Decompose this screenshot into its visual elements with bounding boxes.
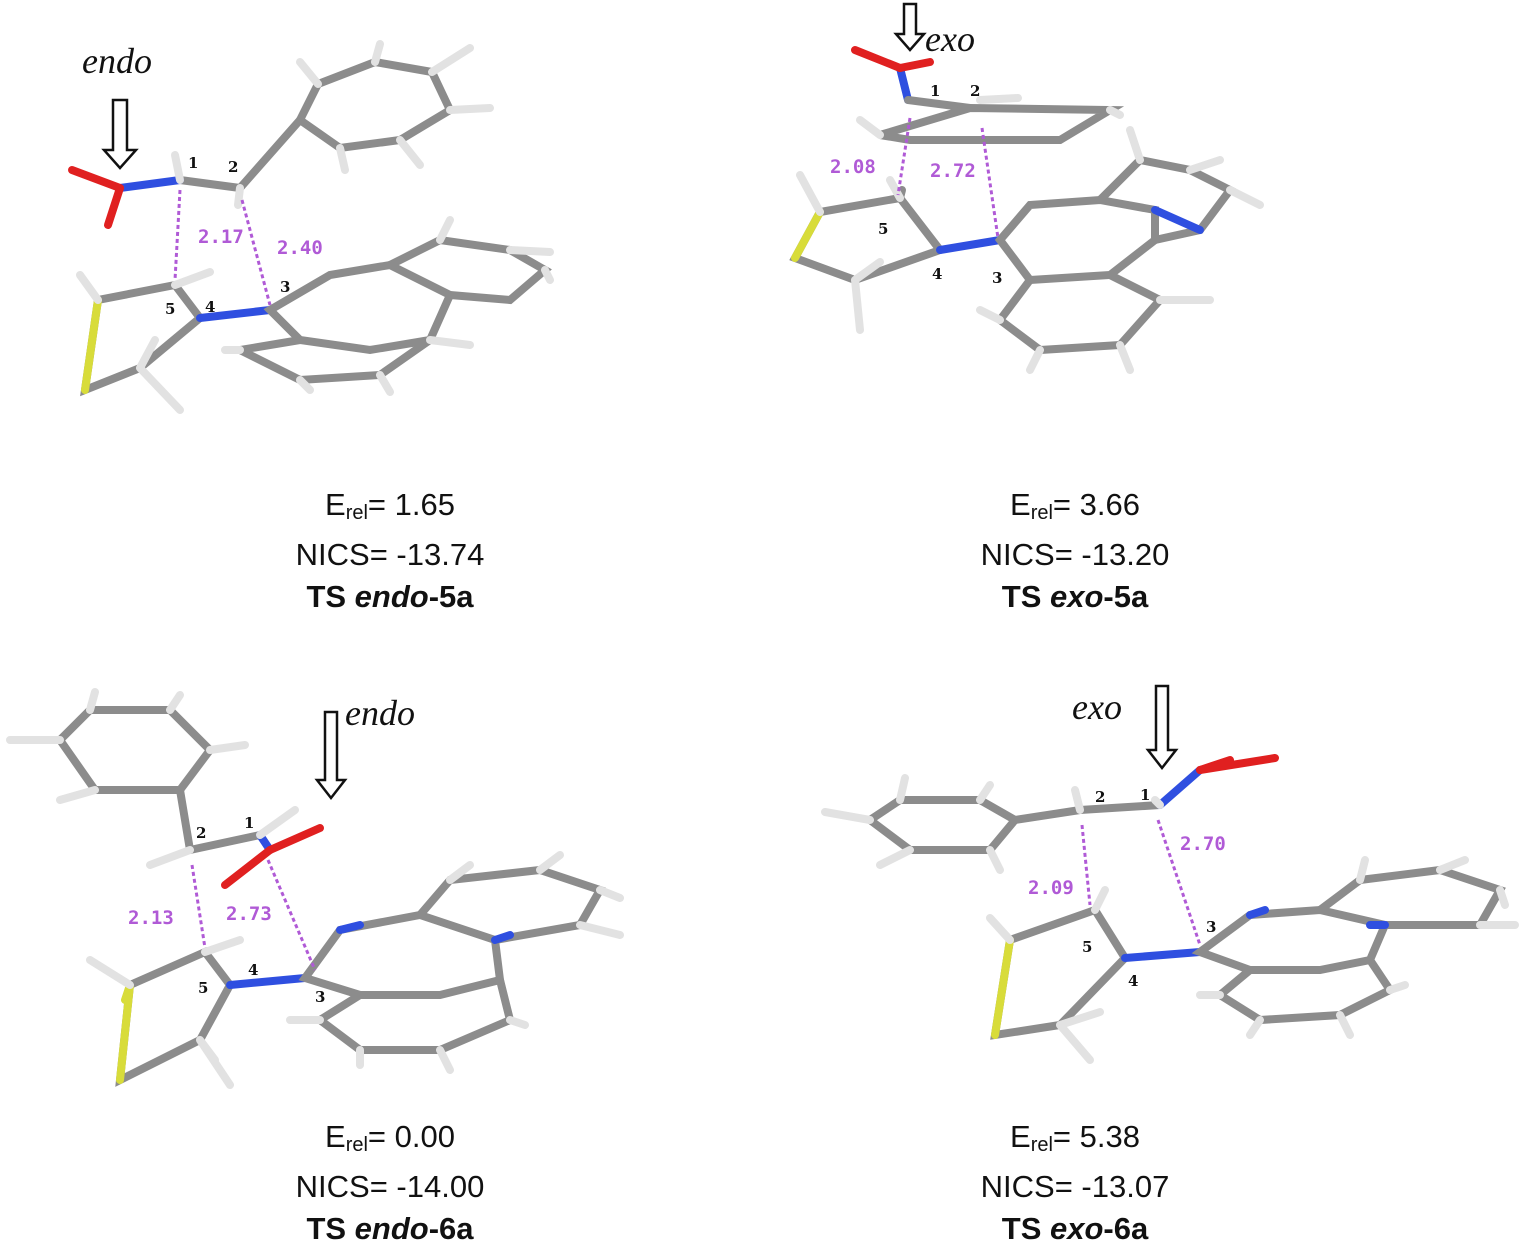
- bonds: [68, 40, 554, 414]
- ts-label: TS exo-6a: [1001, 1211, 1149, 1246]
- orientation-arrow-icon: [314, 710, 348, 801]
- forming-bonds: [173, 189, 272, 306]
- molecule-structure: 2.08 2.72 1 2 3 4 5: [789, 2, 1264, 374]
- atom-number: 3: [280, 278, 290, 296]
- distance-label: 2.09: [1028, 877, 1074, 899]
- atom-number: 4: [1128, 972, 1138, 990]
- orientation-arrow-icon: [893, 2, 927, 52]
- atom-number: 3: [1206, 918, 1216, 936]
- distance-label: 2.70: [1180, 833, 1226, 855]
- bonds: [821, 754, 1519, 1064]
- distance-label: 2.08: [830, 156, 876, 178]
- molecule-structure: 2.09 2.70 1 2 3 4 5: [821, 684, 1519, 1064]
- caption: Erel= 3.66 NICS= -13.20 TS exo-5a: [925, 484, 1225, 618]
- relative-energy: Erel= 3.66: [1010, 487, 1140, 524]
- relative-energy: Erel= 5.38: [1010, 1119, 1140, 1156]
- caption: Erel= 1.65 NICS= -13.74 TS endo-5a: [240, 484, 540, 618]
- distance-label: 2.13: [128, 907, 174, 929]
- atom-number: 1: [244, 814, 254, 832]
- atom-number: 4: [205, 298, 215, 316]
- relative-energy: Erel= 0.00: [325, 1119, 455, 1156]
- atom-number: 4: [932, 265, 942, 283]
- orientation-label: endo: [345, 693, 415, 733]
- nics-value: NICS= -13.07: [980, 1169, 1170, 1204]
- distance-label: 2.17: [198, 226, 244, 248]
- panel-endo-6a: endo: [0, 640, 760, 1253]
- panel-endo-5a: endo: [0, 0, 760, 620]
- orientation-label: exo: [925, 19, 975, 59]
- panel-exo-5a: exo: [760, 0, 1519, 620]
- ts-label: TS exo-5a: [1001, 579, 1149, 614]
- orientation-label: endo: [82, 41, 152, 81]
- atom-number: 1: [930, 82, 940, 100]
- atom-number: 5: [198, 979, 208, 997]
- atom-number: 2: [228, 158, 238, 176]
- atom-number: 1: [1140, 786, 1150, 804]
- forming-bonds: [1080, 819, 1202, 946]
- atom-number: 4: [248, 961, 258, 979]
- atom-number: 5: [165, 300, 175, 318]
- orientation-arrow-icon: [1145, 684, 1179, 771]
- ts-label: TS endo-6a: [306, 1211, 474, 1246]
- distance-label: 2.73: [226, 903, 272, 925]
- caption: Erel= 5.38 NICS= -13.07 TS exo-6a: [925, 1116, 1225, 1250]
- orientation-label: exo: [1072, 687, 1122, 727]
- distance-label: 2.40: [277, 237, 323, 259]
- nics-value: NICS= -14.00: [295, 1169, 485, 1204]
- atom-number: 3: [992, 269, 1002, 287]
- forming-bonds: [190, 859, 317, 971]
- nics-value: NICS= -13.20: [980, 537, 1170, 572]
- molecule-structure: 2.17 2.40 1 2 3 4 5: [68, 40, 554, 414]
- atom-number: 1: [188, 154, 198, 172]
- ts-label: TS endo-5a: [306, 579, 474, 614]
- atom-number: 5: [878, 220, 888, 238]
- molecule-structure: 2.13 2.73 1 2 3 4 5: [6, 688, 624, 1089]
- atom-number: 2: [970, 82, 980, 100]
- distance-label: 2.72: [930, 160, 976, 182]
- bonds: [6, 688, 624, 1089]
- forming-bonds: [896, 117, 1000, 239]
- bonds: [789, 46, 1264, 374]
- atom-number: 3: [315, 988, 325, 1006]
- atom-number: 2: [1095, 788, 1105, 806]
- caption: Erel= 0.00 NICS= -14.00 TS endo-6a: [240, 1116, 540, 1250]
- atom-number: 5: [1082, 938, 1092, 956]
- orientation-arrow-icon: [101, 98, 139, 170]
- relative-energy: Erel= 1.65: [325, 487, 455, 524]
- panel-exo-6a: exo: [760, 640, 1519, 1253]
- atom-number: 2: [196, 824, 206, 842]
- nics-value: NICS= -13.74: [295, 537, 485, 572]
